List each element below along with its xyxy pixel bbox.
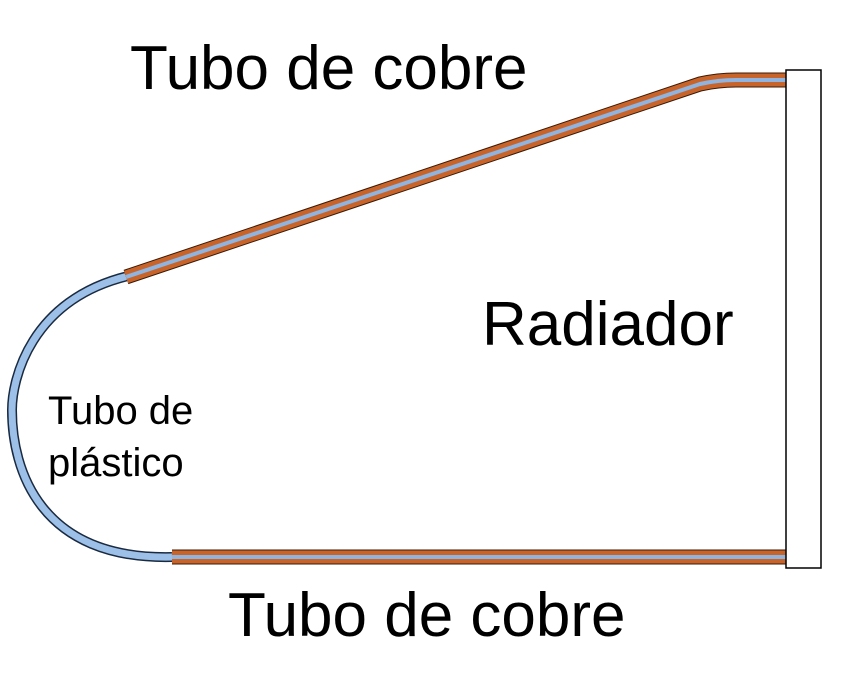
radiator-label: Radiador	[482, 290, 734, 359]
plastic-tube-label: Tubo de plástico	[48, 385, 193, 489]
plastic-tube-label-line1: Tubo de	[48, 389, 194, 433]
bottom-copper-tube-label: Tubo de cobre	[228, 581, 626, 650]
plastic-tube	[6, 271, 173, 563]
top-copper-tube-label: Tubo de cobre	[130, 34, 528, 103]
top-copper-tube	[123, 72, 786, 285]
plastic-tube-label-line2: plástico	[48, 441, 184, 485]
radiator-box	[785, 69, 822, 569]
